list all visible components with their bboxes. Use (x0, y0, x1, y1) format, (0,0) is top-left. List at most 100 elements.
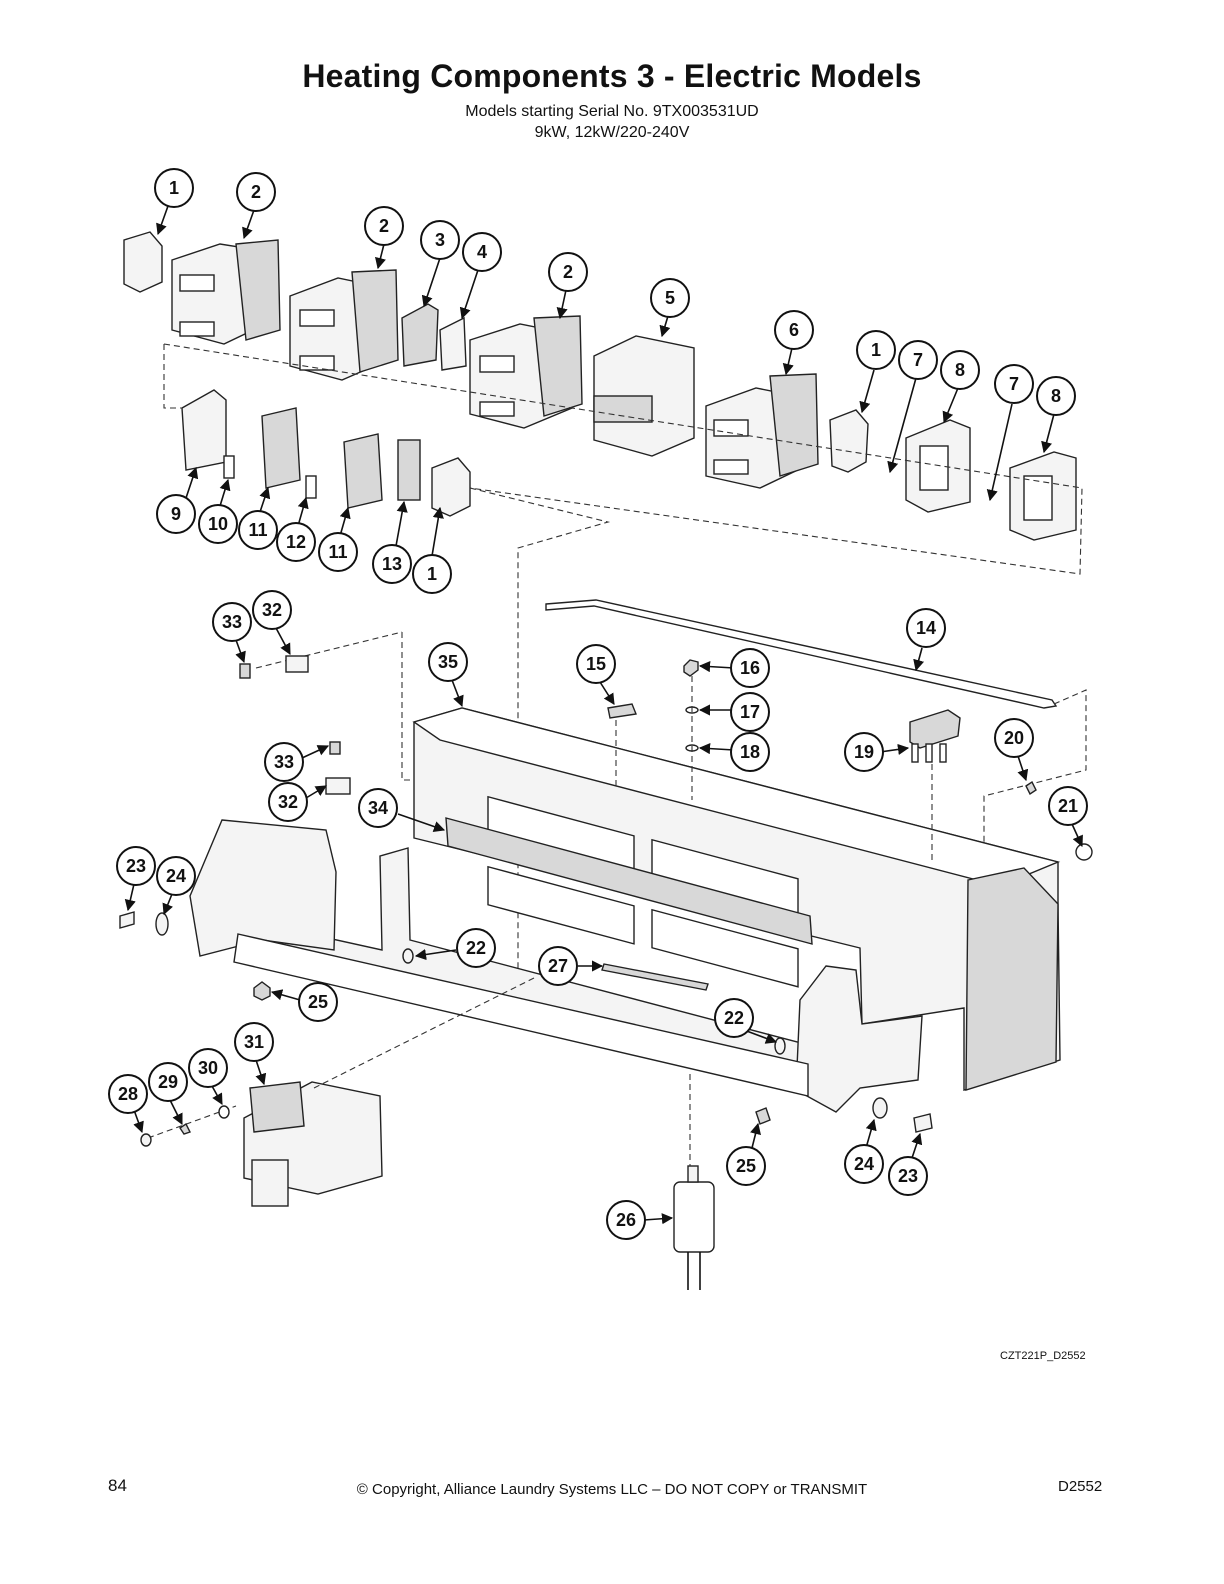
power-subtitle: 9kW, 12kW/220-240V (534, 124, 690, 141)
svg-text:2: 2 (379, 216, 389, 236)
callout-34: 34 (358, 788, 398, 828)
callout-22: 22 (714, 998, 754, 1038)
callout-27: 27 (538, 946, 578, 986)
transformer-part (147, 977, 535, 1207)
svg-text:29: 29 (158, 1072, 178, 1092)
callout-12: 12 (276, 522, 316, 562)
callout-16: 16 (730, 648, 770, 688)
callout-13: 13 (372, 544, 412, 584)
svg-text:25: 25 (736, 1156, 756, 1176)
svg-text:5: 5 (665, 288, 675, 308)
callout-1: 1 (856, 330, 896, 370)
svg-text:32: 32 (262, 600, 282, 620)
svg-text:8: 8 (955, 360, 965, 380)
capacitor-part (673, 1074, 715, 1290)
svg-text:7: 7 (1009, 374, 1019, 394)
callout-25: 25 (298, 982, 338, 1022)
callout-9: 9 (156, 494, 196, 534)
callout-35: 35 (428, 642, 468, 682)
leader-lines (124, 205, 1083, 1225)
callout-20: 20 (994, 718, 1034, 758)
svg-text:24: 24 (854, 1154, 874, 1174)
callout-5: 5 (650, 278, 690, 318)
callout-19: 19 (844, 732, 884, 772)
callout-26: 26 (606, 1200, 646, 1240)
svg-text:7: 7 (913, 350, 923, 370)
callout-11: 11 (238, 510, 278, 550)
callout-31: 31 (234, 1022, 274, 1062)
main-chassis (189, 707, 1061, 1113)
callout-2: 2 (548, 252, 588, 292)
svg-text:21: 21 (1058, 796, 1078, 816)
svg-text:3: 3 (435, 230, 445, 250)
page-title: Heating Components 3 - Electric Models (302, 58, 922, 94)
svg-text:34: 34 (368, 798, 388, 818)
callout-7: 7 (898, 340, 938, 380)
svg-text:10: 10 (208, 514, 228, 534)
callout-4: 4 (462, 232, 502, 272)
callout-21: 21 (1048, 786, 1088, 826)
svg-text:4: 4 (477, 242, 487, 262)
rod-part (545, 599, 1058, 709)
svg-text:9: 9 (171, 504, 181, 524)
drawing-code: CZT221P_D2552 (1000, 1350, 1086, 1362)
svg-text:15: 15 (586, 654, 606, 674)
callout-24: 24 (844, 1144, 884, 1184)
callout-29: 29 (148, 1062, 188, 1102)
svg-text:25: 25 (308, 992, 328, 1012)
callout-33: 33 (212, 602, 252, 642)
callout-18: 18 (730, 732, 770, 772)
svg-text:32: 32 (278, 792, 298, 812)
svg-text:8: 8 (1051, 386, 1061, 406)
callout-11: 11 (318, 532, 358, 572)
svg-text:11: 11 (328, 542, 347, 562)
callout-25: 25 (726, 1146, 766, 1186)
svg-text:14: 14 (916, 618, 936, 638)
callout-2: 2 (236, 172, 276, 212)
svg-text:24: 24 (166, 866, 186, 886)
svg-text:2: 2 (563, 262, 573, 282)
copyright-notice: © Copyright, Alliance Laundry Systems LL… (356, 1481, 868, 1498)
callout-30: 30 (188, 1048, 228, 1088)
svg-text:17: 17 (740, 702, 760, 722)
callout-22: 22 (456, 928, 496, 968)
callout-17: 17 (730, 692, 770, 732)
callout-1: 1 (154, 168, 194, 208)
callout-24: 24 (156, 856, 196, 896)
svg-text:2: 2 (251, 182, 261, 202)
callout-33: 33 (264, 742, 304, 782)
svg-text:20: 20 (1004, 728, 1024, 748)
svg-text:1: 1 (169, 178, 179, 198)
svg-text:22: 22 (466, 938, 486, 958)
page-number: 84 (108, 1476, 127, 1495)
callout-3: 3 (420, 220, 460, 260)
callout-1: 1 (412, 554, 452, 594)
svg-text:23: 23 (898, 1166, 918, 1186)
callout-32: 32 (268, 782, 308, 822)
callout-28: 28 (108, 1074, 148, 1114)
svg-text:1: 1 (427, 564, 437, 584)
callout-14: 14 (906, 608, 946, 648)
svg-text:28: 28 (118, 1084, 138, 1104)
svg-text:13: 13 (382, 554, 402, 574)
upper-component-row (123, 231, 1083, 970)
svg-text:11: 11 (248, 520, 267, 540)
document-code: D2552 (1058, 1478, 1103, 1495)
callout-15: 15 (576, 644, 616, 684)
svg-text:26: 26 (616, 1210, 636, 1230)
callout-23: 23 (116, 846, 156, 886)
svg-text:19: 19 (854, 742, 874, 762)
svg-text:16: 16 (740, 658, 760, 678)
svg-text:18: 18 (740, 742, 760, 762)
svg-text:6: 6 (789, 320, 799, 340)
callout-2: 2 (364, 206, 404, 246)
svg-text:22: 22 (724, 1008, 744, 1028)
callout-32: 32 (252, 590, 292, 630)
callout-6: 6 (774, 310, 814, 350)
svg-text:1: 1 (871, 340, 881, 360)
callout-10: 10 (198, 504, 238, 544)
svg-text:31: 31 (244, 1032, 264, 1052)
svg-text:12: 12 (286, 532, 306, 552)
svg-text:30: 30 (198, 1058, 218, 1078)
